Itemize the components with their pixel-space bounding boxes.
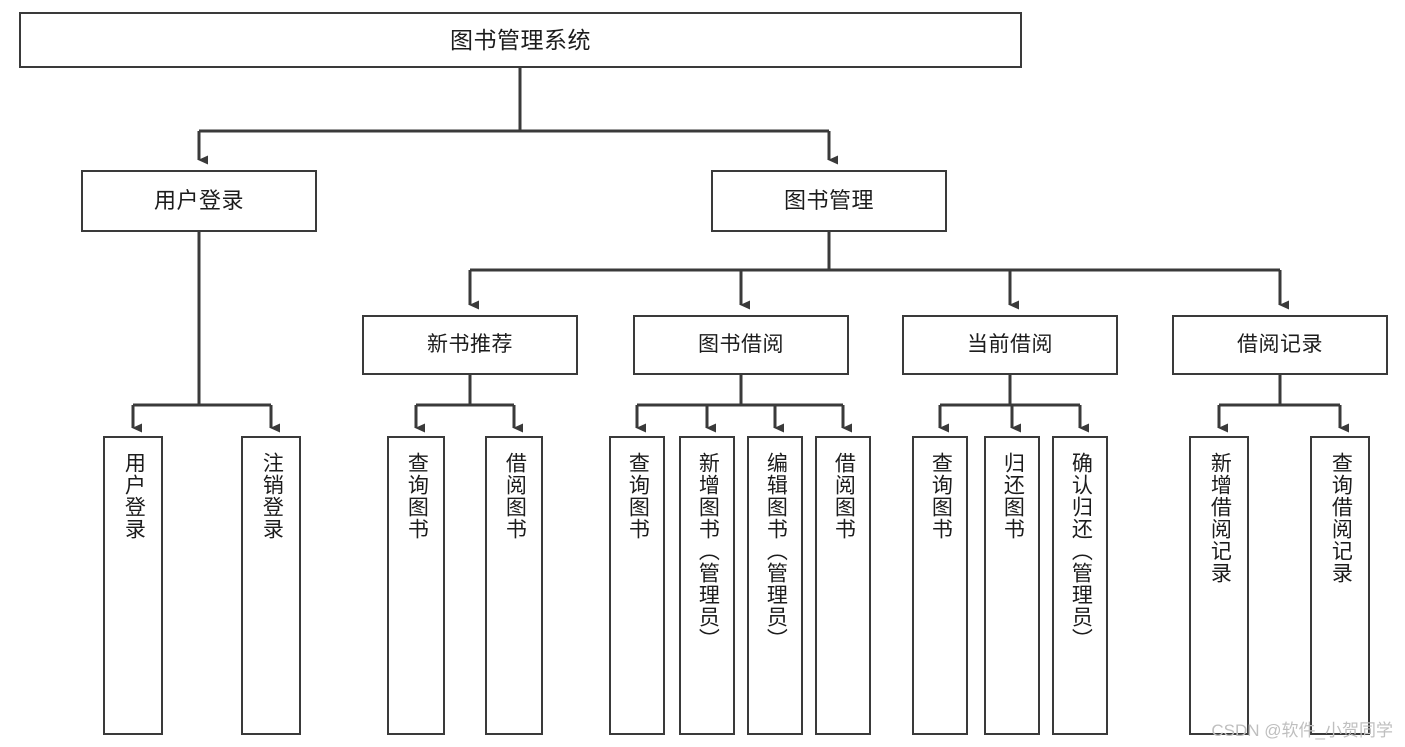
leaf-current-confirm-return-admin[interactable]: 确认归还（管理员） xyxy=(1052,436,1108,735)
node-label: 编辑图书（管理员） xyxy=(764,452,788,650)
leaf-borrow-edit-book-admin[interactable]: 编辑图书（管理员） xyxy=(747,436,803,735)
leaf-current-return-book[interactable]: 归还图书 xyxy=(984,436,1040,735)
node-label: 查询借阅记录 xyxy=(1329,452,1353,584)
node-new-book-recommend[interactable]: 新书推荐 xyxy=(362,315,578,375)
leaf-record-add-record[interactable]: 新增借阅记录 xyxy=(1189,436,1249,735)
node-label: 查询图书 xyxy=(626,452,650,540)
node-label: 新书推荐 xyxy=(427,332,513,356)
node-label: 查询图书 xyxy=(405,452,429,540)
node-root-system[interactable]: 图书管理系统 xyxy=(19,12,1022,68)
csdn-watermark: CSDN @软件_小贺同学 xyxy=(1211,721,1393,740)
node-book-management[interactable]: 图书管理 xyxy=(711,170,947,232)
leaf-newbook-query-book[interactable]: 查询图书 xyxy=(387,436,445,735)
node-label: 图书管理 xyxy=(783,188,874,214)
node-label: 查询图书 xyxy=(929,452,953,540)
node-label: 当前借阅 xyxy=(967,332,1053,356)
node-label: 用户登录 xyxy=(153,188,244,214)
node-label: 注销登录 xyxy=(260,452,284,540)
node-label: 借阅图书 xyxy=(503,452,527,540)
node-label: 归还图书 xyxy=(1001,452,1025,540)
node-label: 图书管理系统 xyxy=(450,26,591,53)
node-current-borrow[interactable]: 当前借阅 xyxy=(902,315,1118,375)
leaf-borrow-borrow-book[interactable]: 借阅图书 xyxy=(815,436,871,735)
leaf-newbook-borrow-book[interactable]: 借阅图书 xyxy=(485,436,543,735)
node-user-login[interactable]: 用户登录 xyxy=(81,170,317,232)
node-label: 新增借阅记录 xyxy=(1208,452,1232,584)
node-borrow-record[interactable]: 借阅记录 xyxy=(1172,315,1388,375)
node-label: 新增图书（管理员） xyxy=(696,452,720,650)
leaf-borrow-query-book[interactable]: 查询图书 xyxy=(609,436,665,735)
node-label: 确认归还（管理员） xyxy=(1069,452,1093,650)
node-label: 借阅图书 xyxy=(832,452,856,540)
node-label: 用户登录 xyxy=(122,452,146,540)
node-book-borrow[interactable]: 图书借阅 xyxy=(633,315,849,375)
leaf-current-query-book[interactable]: 查询图书 xyxy=(912,436,968,735)
node-label: 图书借阅 xyxy=(698,332,784,356)
leaf-record-query-record[interactable]: 查询借阅记录 xyxy=(1310,436,1370,735)
leaf-user-login-logout[interactable]: 注销登录 xyxy=(241,436,301,735)
leaf-borrow-add-book-admin[interactable]: 新增图书（管理员） xyxy=(679,436,735,735)
node-label: 借阅记录 xyxy=(1237,332,1323,356)
leaf-user-login-login[interactable]: 用户登录 xyxy=(103,436,163,735)
